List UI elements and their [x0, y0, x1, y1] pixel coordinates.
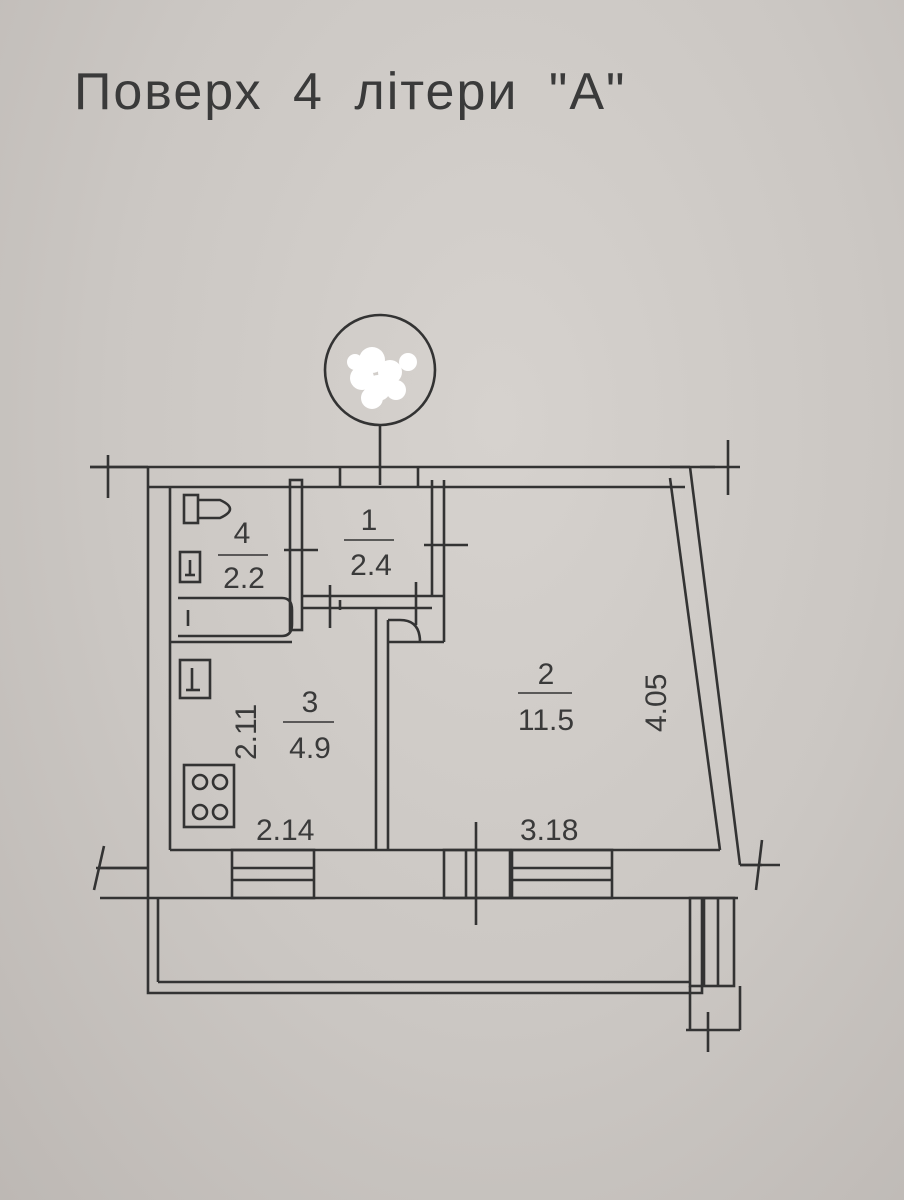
room-1-area: 2.4 [350, 549, 392, 582]
room-3-number: 3 [302, 686, 319, 719]
entrance-door [338, 467, 420, 487]
dim-room3-width: 2.14 [256, 814, 314, 847]
room-1-number: 1 [361, 504, 378, 537]
room-label-bars [218, 539, 572, 723]
room-4-number: 4 [234, 517, 251, 550]
sink-icon [178, 550, 202, 584]
page-title: Поверх 4 літери "А" [74, 63, 627, 121]
dim-room2-height: 4.05 [640, 674, 673, 732]
dimension-ticks [90, 440, 780, 1052]
dim-room3-height: 2.11 [230, 704, 263, 760]
room-2-number: 2 [538, 658, 555, 691]
interior-walls [170, 478, 446, 850]
kitchen-sink-icon [178, 658, 212, 700]
room-4-area: 2.2 [223, 562, 265, 595]
window-right [510, 848, 614, 900]
stove-icon [182, 763, 236, 829]
bathtub-icon [178, 596, 294, 638]
entrance-marker [323, 313, 437, 485]
toilet-icon [182, 493, 232, 525]
room-3-area: 4.9 [289, 732, 331, 765]
room-2-area: 11.5 [518, 704, 574, 737]
dim-room2-width: 3.18 [520, 814, 578, 847]
balcony [146, 896, 742, 1032]
redaction-blot [347, 347, 417, 409]
window-left [230, 848, 316, 900]
